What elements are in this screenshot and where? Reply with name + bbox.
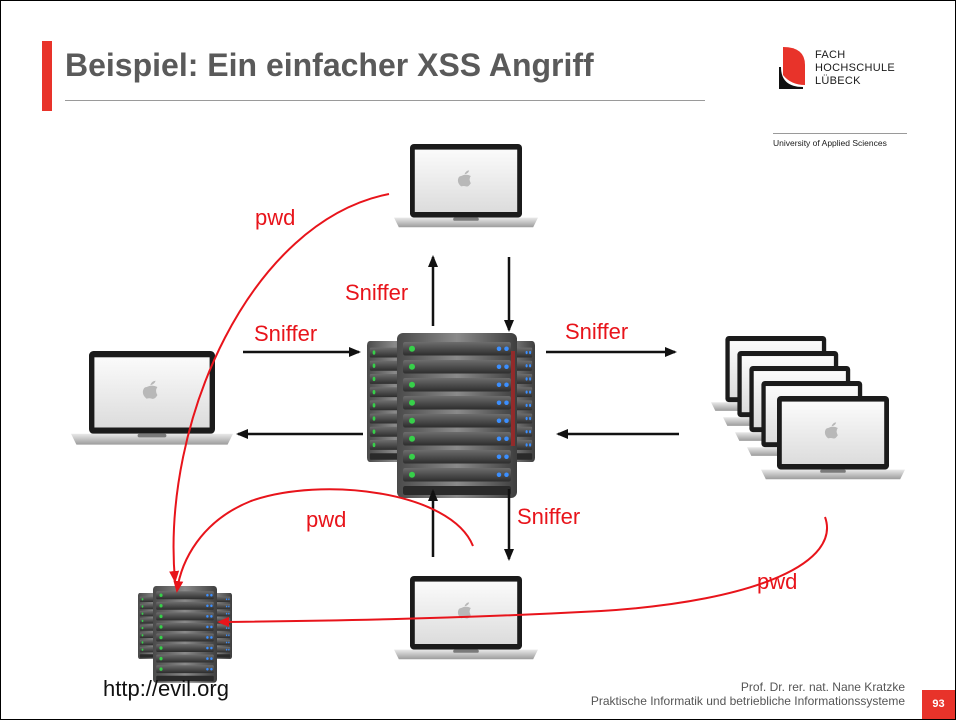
laptop-top-icon <box>394 144 538 228</box>
logo-line-1: FACH <box>815 49 846 61</box>
sniffer-label-right: Sniffer <box>565 319 629 344</box>
logo-divider <box>773 133 907 134</box>
footer-course: Praktische Informatik und betriebliche I… <box>590 694 905 708</box>
sniffer-label-top: Sniffer <box>345 280 409 305</box>
slide-footer: Prof. Dr. rer. nat. Nane Kratzke Praktis… <box>591 680 905 708</box>
university-subtitle: University of Applied Sciences <box>773 138 887 148</box>
page-number-badge: 93 <box>922 690 955 719</box>
laptop-stack-icon <box>711 336 905 480</box>
pwd-label-top: pwd <box>255 205 296 230</box>
title-divider <box>65 100 705 101</box>
university-logo-icon <box>779 47 805 89</box>
attack-arrows <box>169 193 828 627</box>
sniffer-label-left: Sniffer <box>254 321 318 346</box>
laptop-left-icon <box>71 351 233 445</box>
footer-author: Prof. Dr. rer. nat. Nane Kratzke <box>740 680 905 694</box>
network-arrows <box>236 255 679 561</box>
evil-url-label: http://evil.org <box>103 676 229 701</box>
pwd-label-right: pwd <box>757 569 798 594</box>
evil-server-icon <box>138 586 232 683</box>
university-logo-text: FACH HOCHSCHULE LÜBECK <box>815 49 895 88</box>
server-rack-icon <box>367 333 535 498</box>
title-accent-bar <box>42 41 52 111</box>
pwd-label-middle: pwd <box>306 507 347 532</box>
sniffer-label-bottom: Sniffer <box>517 504 581 529</box>
logo-line-3: LÜBECK <box>815 75 861 87</box>
slide-title: Beispiel: Ein einfacher XSS Angriff <box>65 47 594 83</box>
logo-line-2: HOCHSCHULE <box>815 62 896 74</box>
